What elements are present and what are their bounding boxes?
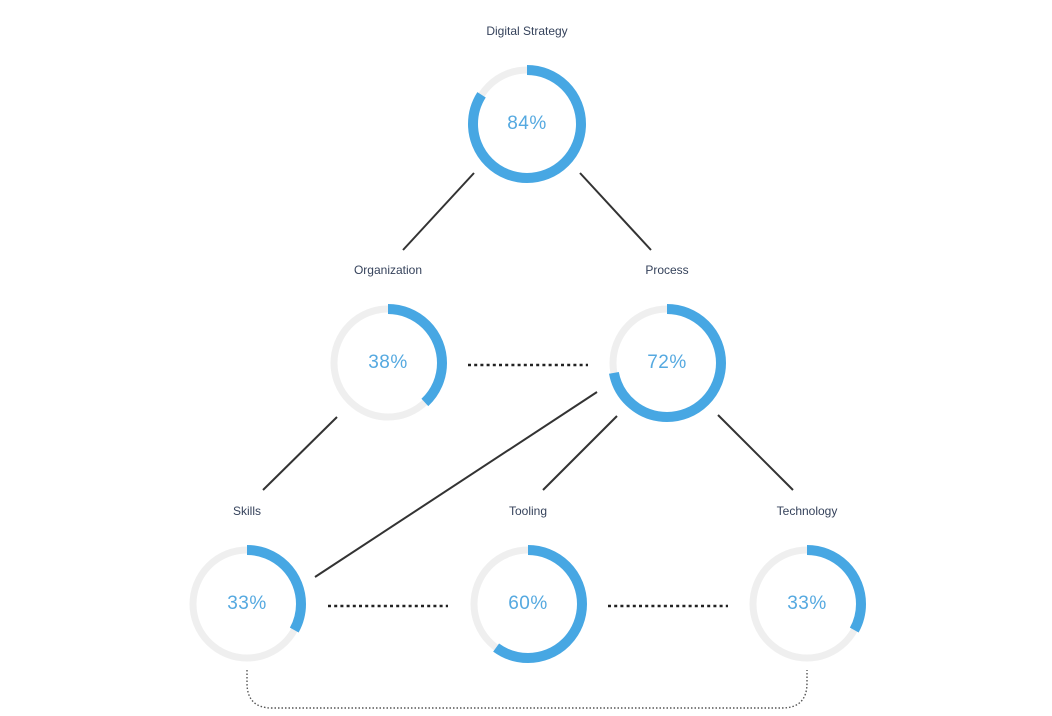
progress-ring [608,304,726,422]
node-label: Organization [353,263,423,277]
node-label: Digital Strategy [486,24,568,38]
tree-connector-line [402,172,475,251]
node-label: Tooling [508,504,548,518]
ring-value-arc [468,65,586,183]
tree-connector-line [542,415,618,491]
tree-connector-line [262,416,338,491]
tree-connector-line [717,414,794,491]
progress-ring [469,545,587,663]
progress-ring [468,65,586,183]
ring-value-arc [469,545,587,663]
node-process[interactable]: Process 72% [605,263,729,425]
node-percent-value: 84% [507,113,547,134]
node-tooling[interactable]: Tooling 60% [466,504,590,666]
node-percent-value: 33% [787,593,827,614]
ring-value-arc [329,304,447,422]
progress-ring [188,545,306,663]
node-percent-value: 72% [647,352,687,373]
node-percent-value: 33% [227,593,267,614]
bottom-bracket-link [246,670,808,709]
node-label: Process [645,263,689,277]
node-percent-value: 60% [508,593,548,614]
tree-connector-line [579,172,652,251]
ring-value-arc [608,304,726,422]
node-label: Technology [776,504,838,518]
node-percent-value: 38% [368,352,408,373]
progress-ring [748,545,866,663]
node-technology[interactable]: Technology 33% [745,504,869,666]
node-skills[interactable]: Skills 33% [185,504,309,666]
progress-ring [329,304,447,422]
node-digital-strategy[interactable]: Digital Strategy 84% [465,24,589,186]
ring-value-arc [748,545,866,663]
ring-value-arc [188,545,306,663]
tree-connector-line [314,391,598,578]
node-label: Skills [232,504,262,518]
node-organization[interactable]: Organization 38% [326,263,450,425]
